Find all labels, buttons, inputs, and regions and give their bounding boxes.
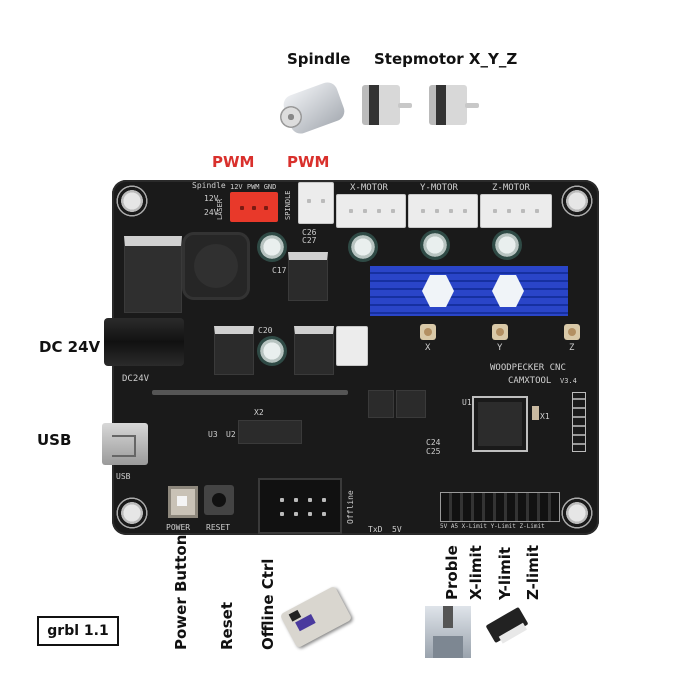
stepmotor-label: Stepmotor X_Y_Z — [374, 50, 518, 68]
stepper-motor-image — [425, 85, 483, 130]
silk-12v: 12V — [204, 194, 219, 203]
reset-label: Reset — [218, 602, 236, 650]
y-current-potentiometer[interactable] — [492, 324, 508, 340]
silk-c26: C26 — [302, 228, 317, 237]
usb-port[interactable] — [102, 423, 148, 465]
silk-laser-pins: 12V PWM GND — [230, 183, 277, 191]
mosfet — [214, 326, 254, 375]
probe-label: Proble — [443, 545, 461, 600]
silk-c17: C17 — [272, 266, 287, 275]
nylon-standoff — [492, 275, 524, 307]
pcb-trace — [152, 390, 348, 395]
mounting-hole — [560, 184, 594, 218]
y-motor-connector[interactable] — [408, 194, 478, 228]
silk-5v: 5V — [392, 525, 402, 534]
mosfet — [288, 252, 328, 301]
silk-x-motor: X-MOTOR — [350, 183, 388, 193]
microcontroller — [478, 402, 522, 446]
x-motor-connector[interactable] — [336, 194, 406, 228]
silk-y: Y — [497, 343, 503, 353]
brand-camxtool: CAMXTOOL — [508, 376, 552, 386]
offline-ctrl-header[interactable] — [258, 478, 342, 534]
silk-reset: RESET — [206, 523, 231, 532]
z-motor-connector[interactable] — [480, 194, 552, 228]
mounting-hole — [560, 496, 594, 530]
z-current-potentiometer[interactable] — [564, 324, 580, 340]
crystal — [532, 406, 539, 420]
capacitor — [348, 232, 378, 262]
silk-laser: LASER — [216, 198, 224, 220]
pwm-laser-label: PWM — [212, 153, 255, 171]
capacitor — [420, 230, 450, 260]
offline-controller-image — [279, 585, 353, 649]
stepper-motor-image — [358, 85, 416, 130]
silk-x: X — [425, 343, 431, 353]
silk-c27: C27 — [302, 236, 317, 245]
ic-chip — [368, 390, 394, 418]
usb-label: USB — [37, 431, 72, 449]
brand-woodpecker: WOODPECKER CNC — [490, 363, 566, 373]
ic-chip — [396, 390, 426, 418]
grbl-version-text: grbl 1.1 — [47, 623, 109, 639]
capacitor — [257, 336, 287, 366]
silk-y-motor: Y-MOTOR — [420, 183, 458, 193]
stepper-driver-heatsink — [370, 266, 568, 316]
usb-serial-chip — [238, 420, 302, 444]
silk-offline: Offline — [346, 490, 355, 524]
limit-switch-header[interactable] — [440, 492, 560, 522]
silk-z-motor: Z-MOTOR — [492, 183, 530, 193]
mosfet — [294, 326, 334, 375]
power-button-label: Power Button — [172, 534, 190, 650]
limit-switch-image — [485, 606, 529, 644]
spindle-motor-image — [278, 79, 348, 137]
silk-dc24v: DC24V — [122, 374, 150, 384]
pwm-spindle-label: PWM — [287, 153, 330, 171]
silk-u1: U1 — [462, 398, 472, 407]
capacitor — [492, 230, 522, 260]
board-version: V3.4 — [560, 377, 577, 385]
silk-spindle: Spindle — [192, 181, 226, 190]
reset-button[interactable] — [204, 485, 234, 515]
silk-c25: C25 — [426, 447, 441, 456]
silk-z: Z — [569, 343, 575, 353]
grbl-version-badge: grbl 1.1 — [37, 616, 119, 646]
silk-x2: X2 — [254, 408, 264, 417]
x-limit-label: X-limit — [467, 545, 485, 600]
power-inductor — [182, 232, 250, 300]
nylon-standoff — [422, 275, 454, 307]
silk-u3: U3 — [208, 430, 218, 439]
silk-c20: C20 — [258, 326, 273, 335]
mounting-hole — [115, 496, 149, 530]
z-limit-label: Z-limit — [524, 544, 542, 600]
laser-pwm-connector[interactable] — [230, 192, 278, 222]
spindle-connector[interactable] — [298, 182, 334, 224]
silk-u2: U2 — [226, 430, 236, 439]
capacitor — [257, 232, 287, 262]
silk-24v: 24V — [204, 208, 219, 217]
silk-txd: TxD — [368, 525, 383, 534]
icsp-header[interactable] — [572, 392, 586, 452]
controller-board: Spindle 12V 24V 12V PWM GND LASER SPINDL… — [102, 180, 599, 535]
dc-24v-label: DC 24V — [39, 338, 101, 356]
mounting-hole — [115, 184, 149, 218]
silk-spindle-connector: SPINDLE — [284, 190, 292, 220]
dc-power-jack[interactable] — [104, 318, 184, 366]
silk-c24: C24 — [426, 438, 441, 447]
silk-power: POWER — [166, 523, 191, 532]
fan-connector[interactable] — [336, 326, 368, 366]
x-current-potentiometer[interactable] — [420, 324, 436, 340]
silk-limit-pins: 5V A5 X-Limit Y-Limit Z-Limit — [440, 523, 545, 530]
probe-image — [425, 606, 471, 658]
offline-ctrl-label: Offline Ctrl — [259, 558, 277, 650]
power-button[interactable] — [168, 486, 198, 518]
silk-usb: USB — [116, 472, 131, 481]
silk-x1: X1 — [540, 412, 550, 421]
y-limit-label: Y-limit — [496, 546, 514, 600]
spindle-label: Spindle — [287, 50, 351, 68]
voltage-regulator — [124, 236, 182, 313]
